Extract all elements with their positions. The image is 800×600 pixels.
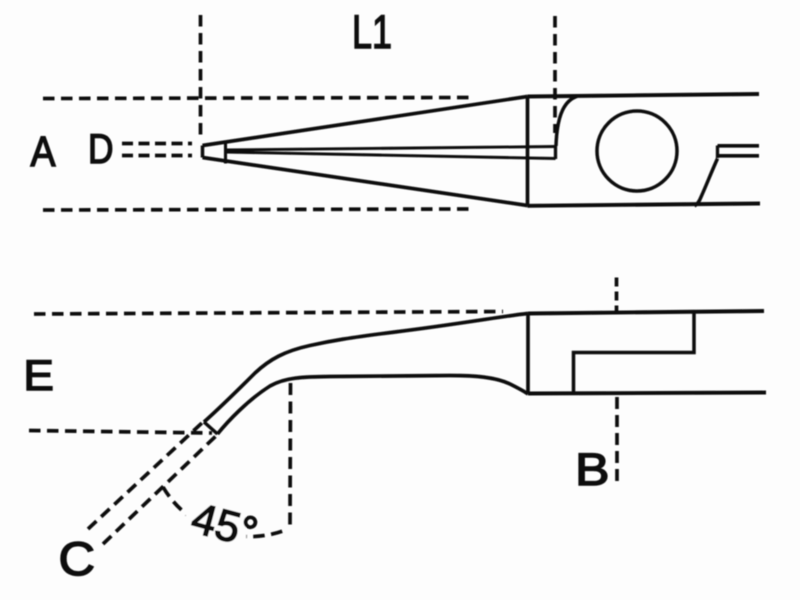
svg-text:D: D <box>88 125 114 172</box>
svg-text:B: B <box>575 444 610 495</box>
svg-text:A: A <box>31 128 56 176</box>
svg-text:L1: L1 <box>352 5 392 58</box>
svg-text:C: C <box>59 532 96 585</box>
svg-text:E: E <box>23 352 54 400</box>
